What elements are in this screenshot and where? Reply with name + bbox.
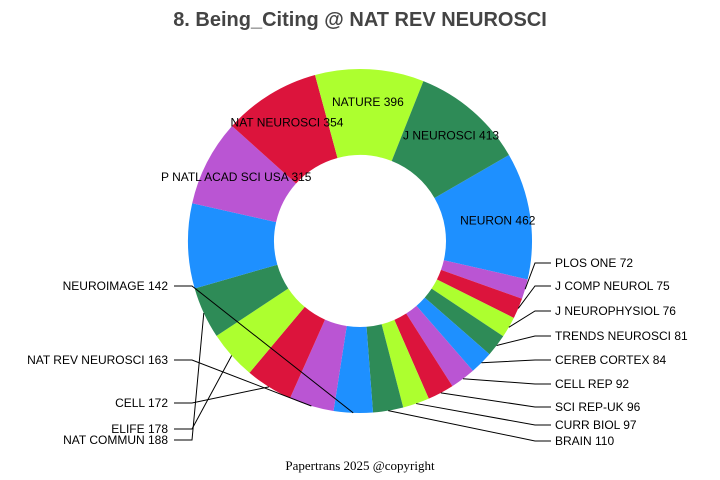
slice-sci-rep-uk — [394, 313, 453, 399]
slice-j-neurophysiol — [431, 279, 514, 337]
label-curr-biol: CURR BIOL 97 — [555, 418, 637, 432]
leader-lines-group — [174, 262, 551, 442]
label-trends-neurosci: TRENDS NEUROSCI 81 — [555, 329, 688, 343]
slice-neuron — [434, 155, 532, 280]
leader-elife — [174, 355, 233, 430]
leader-nat-commun — [174, 312, 205, 441]
slice-nat-commun — [194, 264, 289, 336]
slice-nat-rev-neurosci — [290, 319, 347, 411]
slice-trends-neurosci — [424, 288, 504, 355]
label-plos-one: PLOS ONE 72 — [555, 256, 633, 270]
leader-brain — [388, 410, 551, 442]
label-nature: NATURE 396 — [332, 95, 404, 109]
slice-j-comp-neurol — [436, 269, 523, 318]
slice-neuroimage — [333, 325, 374, 413]
label-science: SCIENCE 309 — [91, 0, 168, 3]
slice-elife — [216, 288, 305, 373]
slice-p-natl-acad-sci-usa — [192, 126, 297, 223]
leader-cell-rep — [462, 378, 551, 385]
label-cell-rep: CELL REP 92 — [555, 377, 629, 391]
label-j-neurosci: J NEUROSCI 413 — [403, 129, 499, 143]
slice-nat-neurosci — [232, 74, 338, 184]
chart-title: 8. Being_Citing @ NAT REV NEUROSCI — [173, 9, 547, 31]
label-neuron: NEURON 462 — [460, 213, 536, 227]
label-cereb-cortex: CEREB CORTEX 84 — [555, 353, 666, 367]
slices-group — [188, 69, 532, 413]
label-nat-rev-neurosci: NAT REV NEUROSCI 163 — [27, 353, 168, 367]
leader-nat-rev-neurosci — [174, 359, 312, 407]
leader-j-neurophysiol — [508, 310, 551, 328]
leader-j-comp-neurol — [517, 285, 551, 309]
leader-sci-rep-uk — [440, 392, 551, 408]
chart-footer: Papertrans 2025 @copyright — [285, 458, 435, 473]
slice-cereb-cortex — [416, 297, 490, 371]
label-sci-rep-uk: SCI REP-UK 96 — [555, 400, 641, 414]
slice-cell-rep — [406, 305, 473, 387]
leader-cereb-cortex — [481, 359, 551, 364]
label-brain: BRAIN 110 — [555, 434, 614, 448]
leader-neuroimage — [174, 285, 354, 414]
label-j-neurophysiol: J NEUROPHYSIOL 76 — [555, 304, 676, 318]
label-p-natl-acad-sci-usa: P NATL ACAD SCI USA 315 — [161, 170, 312, 184]
slice-science — [188, 203, 278, 289]
slice-cell — [249, 306, 326, 399]
slice-plos-one — [441, 260, 528, 299]
slice-j-neurosci — [391, 81, 509, 198]
label-nat-neurosci: NAT NEUROSCI 354 — [231, 115, 344, 129]
slice-curr-biol — [381, 319, 429, 408]
slice-nature — [315, 69, 424, 162]
label-elife: ELIFE 178 — [111, 422, 168, 436]
leader-curr-biol — [416, 403, 551, 426]
label-j-comp-neurol: J COMP NEUROL 75 — [555, 279, 670, 293]
leader-plos-one — [524, 262, 551, 290]
leader-trends-neurosci — [496, 335, 551, 346]
leader-cell — [174, 386, 269, 404]
label-nat-commun: NAT COMMUN 188 — [63, 433, 168, 447]
slice-brain — [366, 324, 404, 413]
label-cell: CELL 172 — [115, 396, 168, 410]
label-neuroimage: NEUROIMAGE 142 — [63, 279, 169, 293]
